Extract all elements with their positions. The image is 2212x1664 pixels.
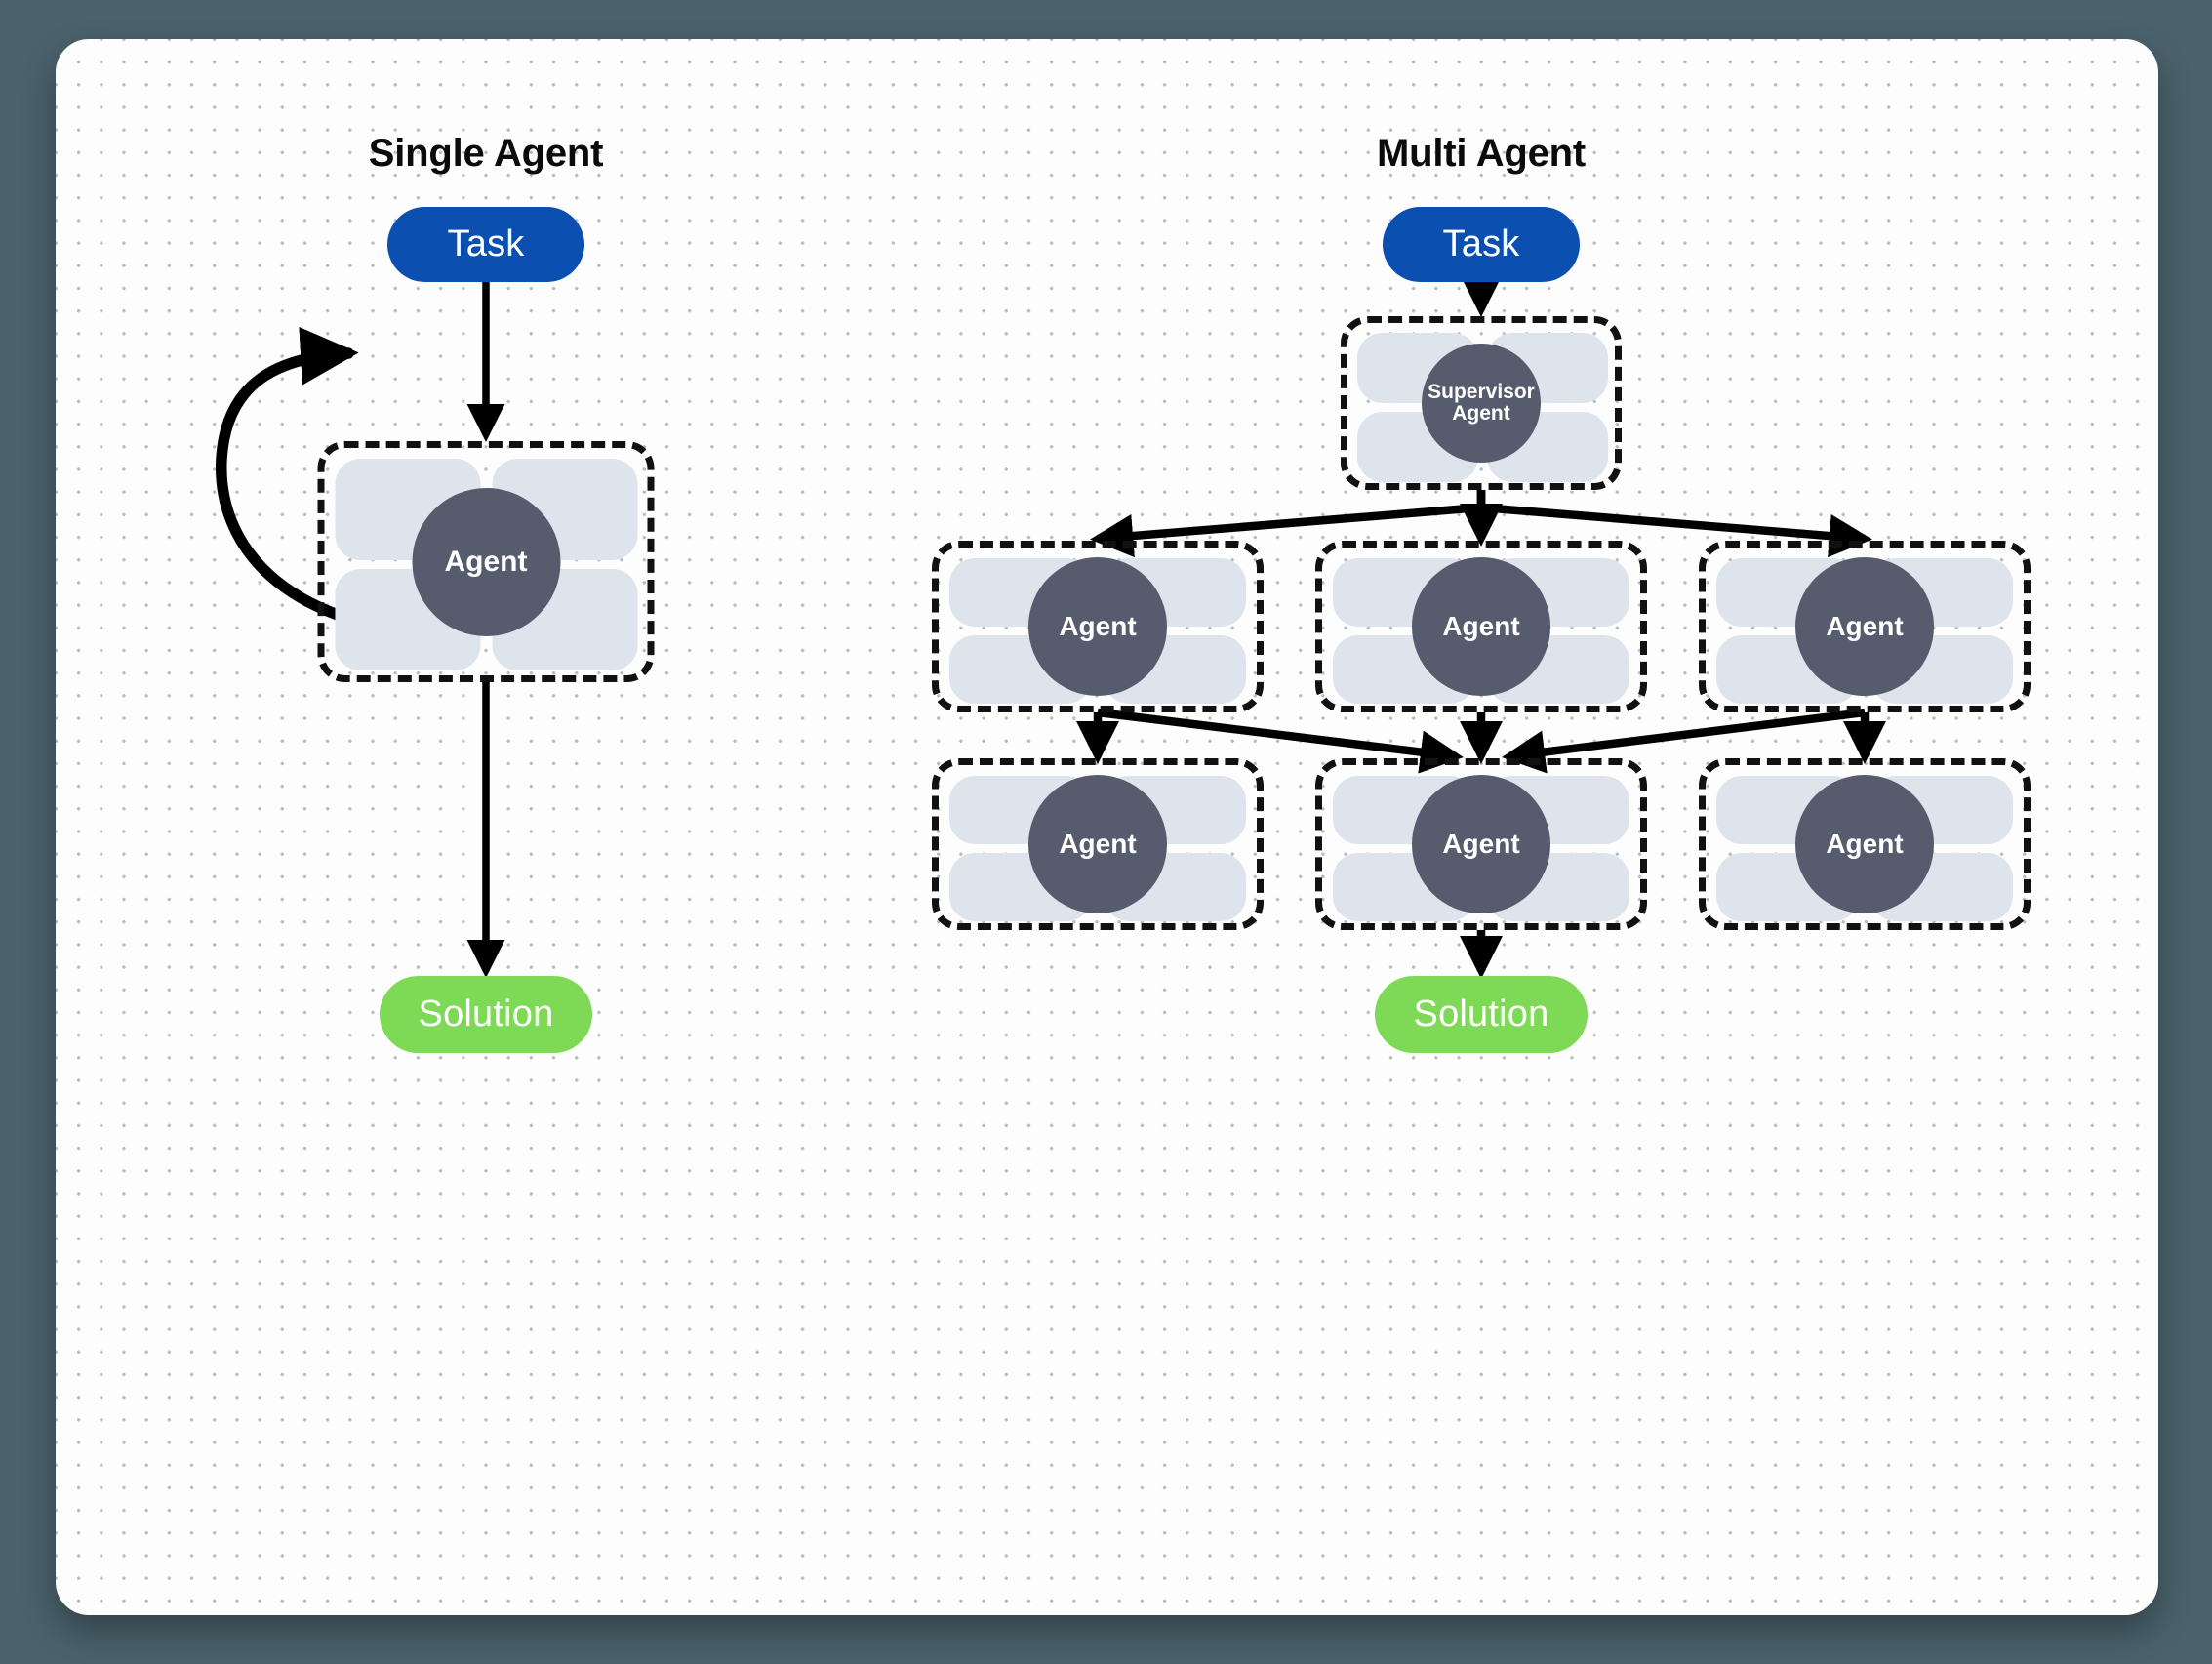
single-solution-node[interactable]: Solution xyxy=(380,976,592,1053)
multi-agent-row1-left[interactable]: Agent xyxy=(932,541,1264,712)
agent-core: Agent xyxy=(1795,775,1934,913)
diagram-card: Single Agent Task Agent Solution Multi A… xyxy=(56,39,2158,1615)
multi-agent-row1-center[interactable]: Agent xyxy=(1315,541,1647,712)
agent-core: Agent xyxy=(1795,557,1934,696)
multi-solution-label: Solution xyxy=(1413,994,1549,1035)
edge-agent3-to-agent-b2 xyxy=(1502,708,1866,774)
multi-agent-row2-left[interactable]: Agent xyxy=(932,758,1264,930)
agent-core: Agent xyxy=(1028,775,1167,913)
supervisor-agent-cluster[interactable]: Supervisor Agent xyxy=(1341,316,1622,490)
agent-core: Agent xyxy=(1412,557,1550,696)
multi-task-label: Task xyxy=(1442,223,1520,264)
multi-agent-row2-center[interactable]: Agent xyxy=(1315,758,1647,930)
single-task-node[interactable]: Task xyxy=(387,207,584,282)
multi-solution-node[interactable]: Solution xyxy=(1375,976,1588,1053)
panel-title-multi-agent: Multi Agent xyxy=(1376,132,1587,175)
multi-task-node[interactable]: Task xyxy=(1383,207,1580,282)
single-task-label: Task xyxy=(447,223,525,264)
multi-agent-row2-right[interactable]: Agent xyxy=(1699,758,2031,930)
supervisor-agent-core: Supervisor Agent xyxy=(1422,344,1541,463)
agent-core: Agent xyxy=(1028,557,1167,696)
agent-core: Agent xyxy=(1412,775,1550,913)
edge-supervisor-to-agent1 xyxy=(1090,490,1486,558)
panel-title-single-agent: Single Agent xyxy=(368,132,604,175)
single-agent-cluster[interactable]: Agent xyxy=(317,441,655,682)
single-agent-core: Agent xyxy=(412,487,560,636)
multi-agent-row1-right[interactable]: Agent xyxy=(1699,541,2031,712)
edge-agent1-to-agent-b2 xyxy=(1097,708,1464,774)
single-solution-label: Solution xyxy=(418,994,554,1035)
edge-supervisor-to-agent3 xyxy=(1476,490,1872,558)
